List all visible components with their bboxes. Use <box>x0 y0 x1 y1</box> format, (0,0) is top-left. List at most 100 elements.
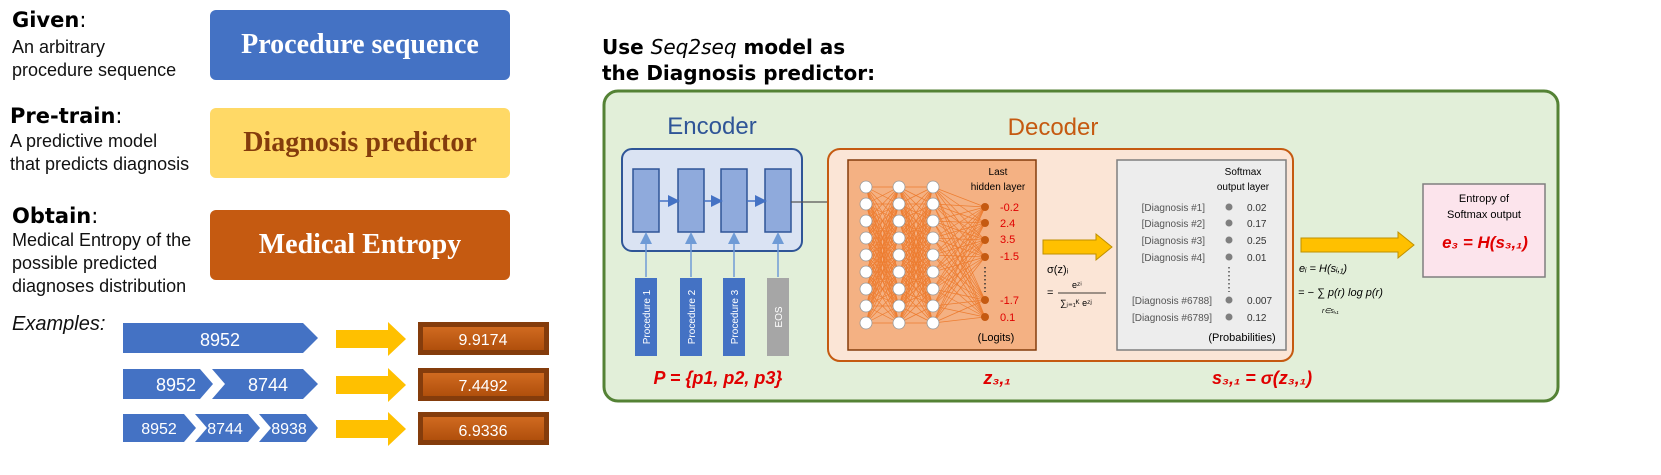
network-nodes <box>859 180 989 330</box>
example-2-arrow <box>336 368 406 402</box>
example-2-code-2: 8744 <box>248 375 288 395</box>
hidden-node-1-8 <box>859 299 873 313</box>
diagnosis-6789-prob: 0.12 <box>1247 313 1267 324</box>
softmax-formula-lhs: σ(z)ᵢ <box>1047 264 1069 276</box>
logit-3: 3.5 <box>1000 234 1015 246</box>
input-eos <box>767 278 789 356</box>
input-tokens: Procedure 1 Procedure 2 Procedure 3 EOS <box>635 232 789 356</box>
encoder-cell-2 <box>677 168 705 233</box>
diagnosis-6789-name: [Diagnosis #6789] <box>1132 313 1212 324</box>
example-2-chevron-1 <box>123 369 213 399</box>
hidden-node-1-6 <box>859 265 873 279</box>
hidden-node-2-7 <box>892 282 906 296</box>
input-eos-label: EOS <box>774 306 785 327</box>
label-logits-vector: z₃‚₁ <box>982 368 1010 388</box>
decoder-label: Decoder <box>1008 114 1099 141</box>
input-procedure-1 <box>635 278 657 356</box>
diagnosis-6788-name: [Diagnosis #6788] <box>1132 296 1212 307</box>
softmax-label-1: Softmax <box>1225 167 1262 178</box>
example-1-result-face <box>423 327 544 350</box>
logit-2: 2.4 <box>1000 218 1015 230</box>
hidden-node-2-8 <box>892 299 906 313</box>
diagnosis-1-name: [Diagnosis #1] <box>1142 203 1206 214</box>
example-1-arrow <box>336 322 406 356</box>
pretrain-heading: Pre-train: <box>10 104 123 128</box>
input-procedure-1-label: Procedure 1 <box>642 289 653 344</box>
logit-node-5 <box>981 296 989 304</box>
input-procedure-3-label: Procedure 3 <box>730 289 741 344</box>
medical-entropy-box: Medical Entropy <box>210 210 510 280</box>
hidden-node-2-2 <box>892 197 906 211</box>
hidden-node-2-1 <box>892 180 906 194</box>
examples-graphic: 8952 9.9174 8952 8744 7.4492 8952 8744 8… <box>123 322 549 446</box>
example-3-arrow <box>336 412 406 446</box>
example-1-code-1: 8952 <box>200 330 240 350</box>
hidden-node-2-9 <box>892 316 906 330</box>
entropy-box-label-1: Entropy of <box>1459 193 1510 205</box>
example-3-chevron-2 <box>195 414 260 442</box>
diagnosis-1-prob: 0.02 <box>1247 203 1267 214</box>
obtain-line-1: Medical Entropy of the <box>12 230 192 250</box>
last-hidden-layer-label-1: Last <box>989 167 1008 178</box>
hidden-node-1-7 <box>859 282 873 296</box>
example-3-chevron-3 <box>259 414 318 442</box>
input-procedure-2-label: Procedure 2 <box>687 289 698 344</box>
encoder-cell-3 <box>720 168 748 233</box>
hidden-node-1-2 <box>859 197 873 211</box>
logit-node-2 <box>981 219 989 227</box>
example-3-code-3: 8938 <box>271 421 307 438</box>
hidden-node-3-8 <box>926 299 940 313</box>
softmax-formula: σ(z)ᵢ eᶻⁱ = ∑ⱼ₌₁ᴷ eᶻʲ <box>1047 264 1106 308</box>
diagnosis-predictor-box: Diagnosis predictor <box>210 108 510 178</box>
obtain-line-2: possible predicted <box>12 253 158 273</box>
example-2-result-face <box>423 373 544 396</box>
softmax-to-entropy-arrow <box>1300 230 1415 260</box>
hidden-node-3-2 <box>926 197 940 211</box>
entropy-def-line-2: = − ∑ p(r) log p(r) <box>1298 287 1383 299</box>
example-3-chevron-1 <box>123 414 196 442</box>
encoder-cell-1 <box>632 168 660 233</box>
hidden-node-1-1 <box>859 180 873 194</box>
diagnosis-4-name: [Diagnosis #4] <box>1142 253 1206 264</box>
example-2-code-1: 8952 <box>156 375 196 395</box>
logit-values: -0.2 2.4 3.5 -1.5 -1.7 0.1 <box>1000 202 1019 324</box>
softmax-formula-numerator: eᶻⁱ <box>1072 280 1082 290</box>
entropy-definition: eᵢ = H(sᵢ‚₁) = − ∑ p(r) log p(r) r∈sᵢ‚₁ <box>1298 263 1383 315</box>
entropy-formula: e₃ = H(s₃‚₁) <box>1442 233 1528 252</box>
entropy-def-sub: r∈sᵢ‚₁ <box>1322 308 1339 315</box>
hidden-node-2-4 <box>892 231 906 245</box>
logit-node-6 <box>981 313 989 321</box>
hidden-node-1-9 <box>859 316 873 330</box>
logit-node-3 <box>981 236 989 244</box>
given-heading: Given: <box>12 8 87 32</box>
logit-node-4 <box>981 253 989 261</box>
diagnosis-2-name: [Diagnosis #2] <box>1142 219 1206 230</box>
examples-title: Examples: <box>12 313 106 335</box>
procedure-sequence-box: Procedure sequence <box>210 10 510 80</box>
example-3-result-value: 6.9336 <box>459 423 508 440</box>
pretrain-description: A predictive model that predicts diagnos… <box>10 130 189 176</box>
svg-text:=: = <box>1047 287 1053 299</box>
softmax-output-box <box>1116 159 1287 351</box>
logit-1: -0.2 <box>1000 202 1019 214</box>
hidden-node-2-5 <box>892 248 906 262</box>
encoder-cells <box>632 168 792 233</box>
hidden-node-3-4 <box>926 231 940 245</box>
hidden-node-3-3 <box>926 214 940 228</box>
obtain-heading: Obtain: <box>12 204 99 228</box>
diagnosis-4-prob: 0.01 <box>1247 253 1267 264</box>
hidden-node-3-6 <box>926 265 940 279</box>
label-softmax-output: s₃‚₁ = σ(z₃‚₁) <box>1212 368 1312 388</box>
example-1-result-value: 9.9174 <box>459 332 508 349</box>
given-description: An arbitrary procedure sequence <box>12 36 176 82</box>
encoder-cell-4 <box>764 168 792 233</box>
encoder-label: Encoder <box>667 113 756 140</box>
input-procedure-3 <box>723 278 745 356</box>
diagnosis-3-prob: 0.25 <box>1247 236 1267 247</box>
hidden-node-2-6 <box>892 265 906 279</box>
logits-caption: (Logits) <box>978 332 1015 344</box>
hidden-node-3-5 <box>926 248 940 262</box>
seq2seq-title: Use Seq2seq model as the Diagnosis predi… <box>602 34 875 86</box>
entropy-box-label-2: Softmax output <box>1447 209 1521 221</box>
